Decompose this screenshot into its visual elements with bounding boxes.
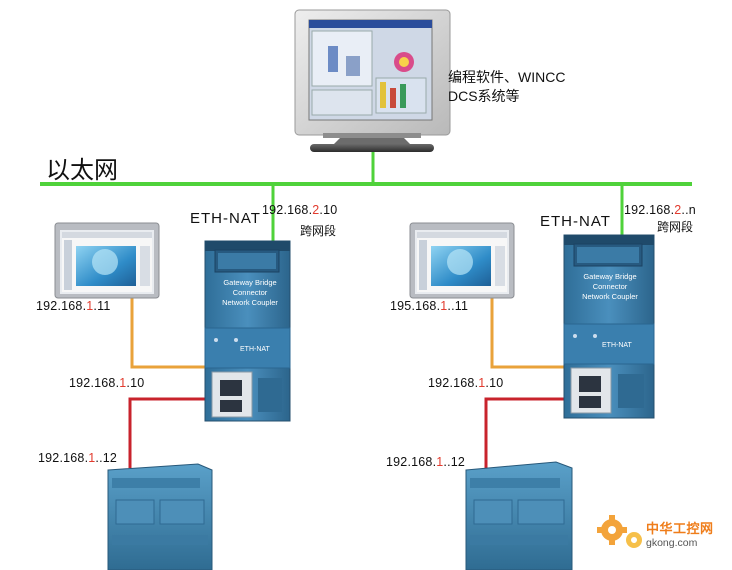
gateway-ip-right: 192.168.1.10 bbox=[428, 376, 504, 390]
watermark-gear-icon bbox=[597, 515, 642, 548]
watermark-en: gkong.com bbox=[646, 537, 698, 549]
eth-nat-device-right bbox=[563, 234, 655, 419]
hmi-panel-left bbox=[54, 222, 160, 299]
plc-ip-right: 192.168.1..12 bbox=[386, 455, 466, 469]
pc-label: 编程软件、WINCC DCS系统等 bbox=[448, 68, 565, 106]
pc-monitor-icon bbox=[294, 9, 451, 152]
device-front-text-right: Gateway Bridge Connector Network Coupler bbox=[582, 272, 638, 301]
uplink-ip-left: 192.168.2.10 bbox=[262, 203, 338, 217]
watermark: 中华工控网 gkong.com bbox=[646, 518, 714, 549]
hmi-panel-right bbox=[409, 222, 515, 299]
device-front-text-left: Gateway Bridge Connector Network Coupler bbox=[222, 278, 278, 307]
gateway-ip-left: 192.168.1.10 bbox=[69, 376, 145, 390]
pc-label-line1: 编程软件、WINCC bbox=[448, 69, 566, 85]
plc-link-left bbox=[128, 397, 210, 468]
gateway-label-right: ETH-NAT bbox=[540, 213, 611, 230]
ethernet-label: 以太网 bbox=[46, 157, 118, 184]
device-model-left: ETH-NAT bbox=[240, 346, 270, 353]
uplink-note-left: 跨网段 bbox=[300, 224, 337, 238]
hmi-ip-right: 195.168.1..11 bbox=[390, 299, 469, 313]
eth-nat-device-left bbox=[204, 240, 291, 422]
hmi-link-right bbox=[490, 296, 568, 369]
plc-ip-left: 192.168.1..12 bbox=[38, 451, 118, 465]
pc-label-line2: DCS系统等 bbox=[448, 88, 520, 104]
device-model-right: ETH-NAT bbox=[602, 342, 632, 349]
hmi-ip-left: 192.168.1.11 bbox=[36, 299, 111, 313]
uplink-ip-right: 192.168.2..n bbox=[624, 203, 696, 217]
watermark-cn: 中华工控网 bbox=[646, 521, 714, 536]
uplink-note-right: 跨网段 bbox=[657, 220, 694, 234]
plc-link-right bbox=[484, 397, 568, 468]
ethernet-bus bbox=[40, 150, 692, 244]
plc-left bbox=[107, 463, 213, 570]
hmi-link-left bbox=[130, 296, 210, 369]
plc-right bbox=[465, 461, 573, 570]
gateway-label-left: ETH-NAT bbox=[190, 210, 261, 227]
